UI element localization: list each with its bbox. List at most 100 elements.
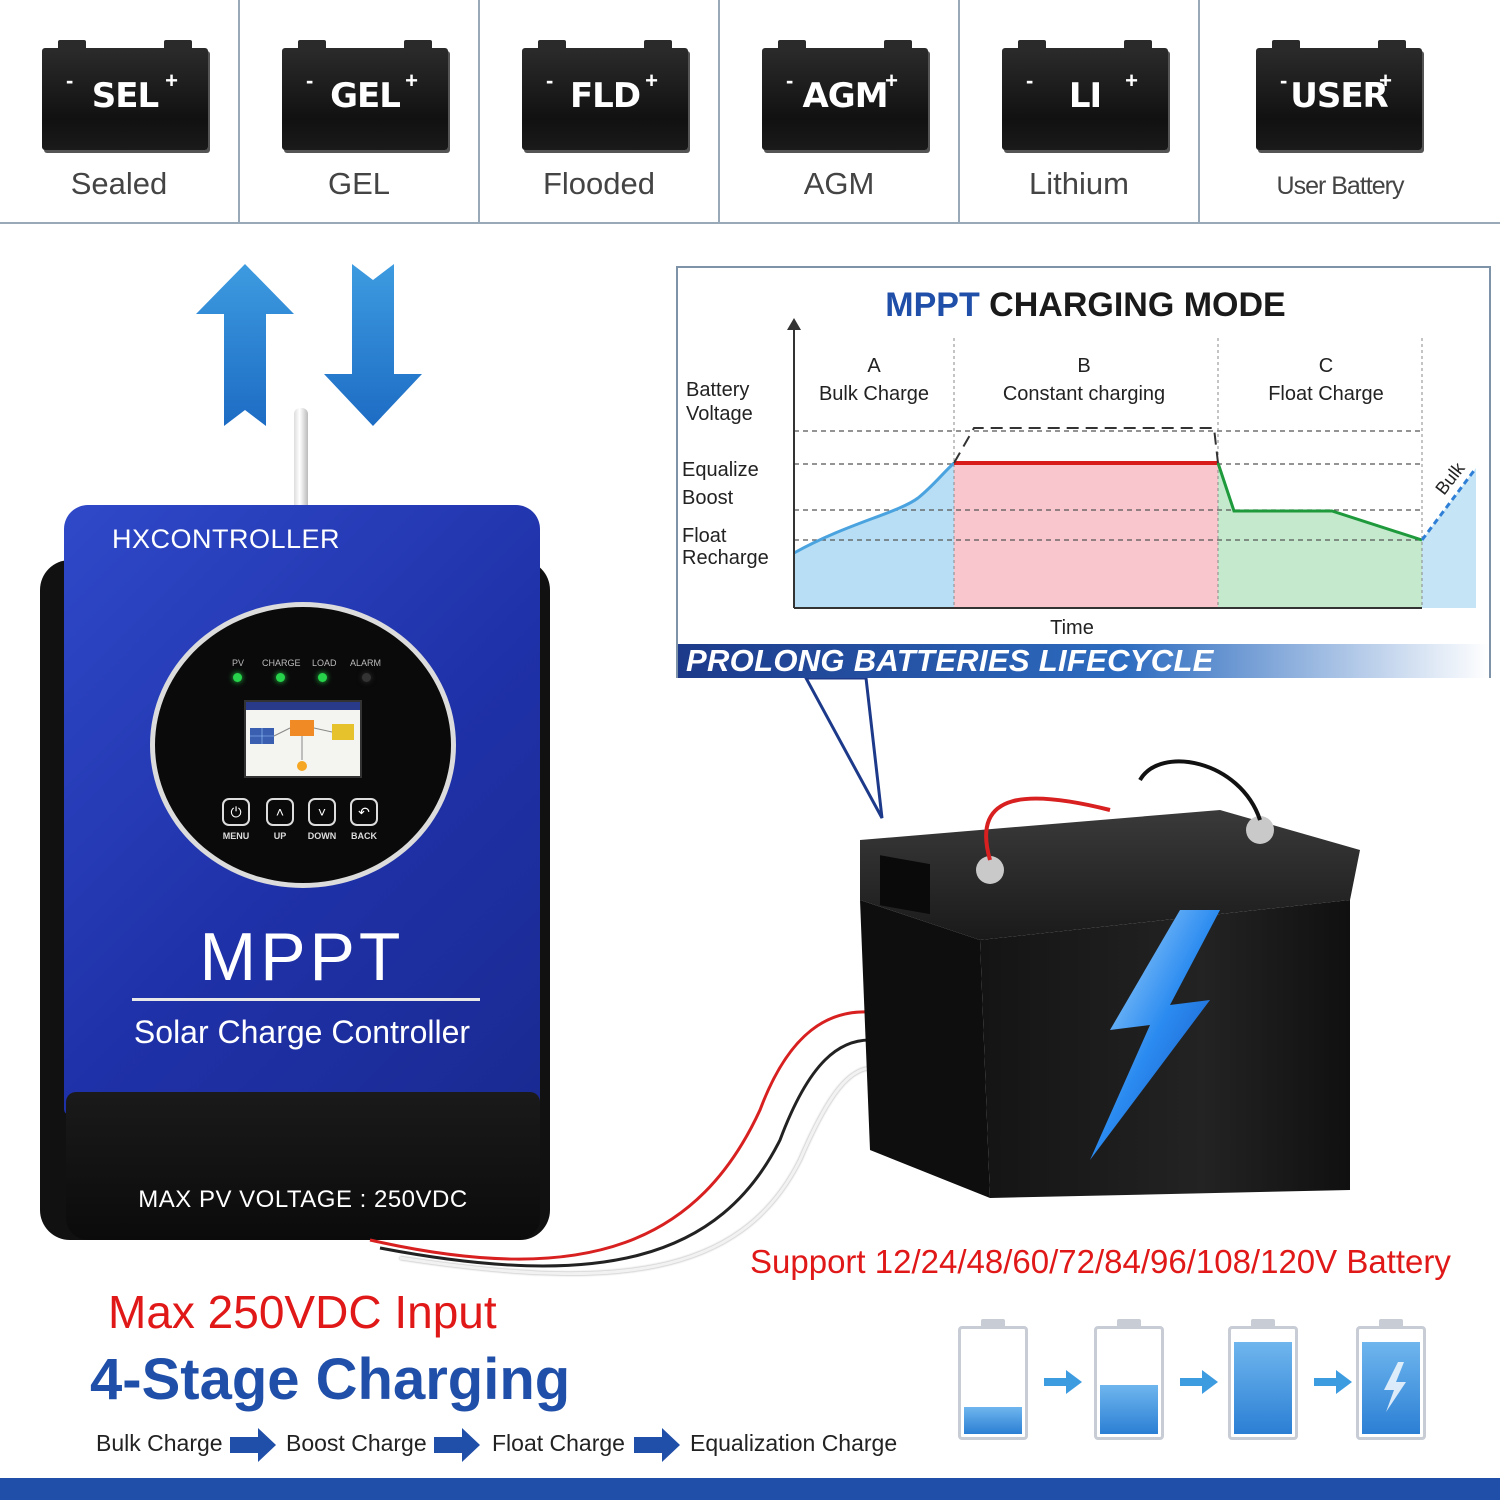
y-axis-label: Battery — [686, 379, 749, 401]
stage-letter-c: C — [1319, 355, 1333, 377]
battery-type-lithium: - LI + Lithium — [960, 0, 1200, 222]
flow-equalization: Equalization Charge — [690, 1430, 898, 1456]
stage-name-b: Constant charging — [1003, 383, 1165, 405]
controller-title: MPPT — [199, 919, 405, 995]
level-label-boost: Boost — [682, 487, 734, 509]
stage-name-a: Bulk Charge — [819, 383, 929, 405]
y-axis-arrow — [787, 318, 801, 330]
battery-type-name: Sealed — [70, 166, 168, 201]
chevron-down-icon: ˅ — [317, 804, 327, 820]
y-axis-label-2: Voltage — [686, 403, 753, 425]
chart-title-highlight: MPPT — [885, 286, 980, 324]
led-pv — [233, 673, 242, 682]
back-label: BACK — [351, 831, 377, 841]
negative-sign: - — [66, 68, 74, 93]
battery-type-user: - USER + User Battery — [1200, 0, 1500, 222]
bottom-bar — [0, 1478, 1500, 1500]
chevron-up-icon: ˄ — [275, 804, 285, 820]
arrow-right-icon — [230, 1428, 276, 1462]
stage-name-c: Float Charge — [1268, 383, 1384, 405]
power-icon: ⏻ — [230, 804, 242, 820]
flow-float: Float Charge — [492, 1430, 625, 1456]
battery-level-icon — [958, 1319, 1028, 1440]
control-keys: ⏻ ˄ ˅ ↶ MENU UP DOWN BACK — [220, 798, 388, 846]
chart-title-rest: CHARGING MODE — [979, 286, 1286, 324]
lcd-screen — [244, 700, 362, 778]
led-load — [318, 673, 327, 682]
battery-fill — [1362, 1342, 1420, 1434]
led-label-alarm: ALARM — [350, 658, 382, 668]
positive-sign: + — [405, 68, 418, 93]
arrow-right-icon — [1180, 1370, 1218, 1394]
battery-code: GEL — [330, 76, 401, 116]
level-label-equalize: Equalize — [682, 459, 759, 481]
stage-letter-b: B — [1077, 355, 1090, 377]
wires — [369, 1010, 871, 1276]
controller-bottom-cover — [66, 1092, 540, 1240]
battery-type-gel: - GEL + GEL — [240, 0, 480, 222]
battery-type-sealed: - SEL + Sealed — [0, 0, 240, 222]
rebulk-area — [1422, 468, 1476, 608]
led-label-pv: PV — [232, 658, 245, 668]
controller-subtitle: Solar Charge Controller — [133, 1014, 471, 1050]
battery-code: FLD — [569, 76, 641, 116]
battery-level-icon — [1356, 1319, 1426, 1440]
stage-c-area — [1218, 463, 1422, 608]
negative-sign: - — [306, 68, 314, 93]
x-axis-label: Time — [1050, 617, 1094, 639]
support-voltage-text: Support 12/24/48/60/72/84/96/108/120V Ba… — [750, 1243, 1451, 1280]
lcd-diagram — [250, 720, 354, 771]
antenna — [294, 408, 308, 508]
arrow-right-icon — [1314, 1370, 1352, 1394]
led-label-charge: CHARGE — [262, 658, 301, 668]
battery-icon: - GEL + — [282, 40, 448, 150]
led-alarm — [362, 673, 371, 682]
battery-icon: - SEL + — [42, 40, 208, 150]
battery-photo — [860, 759, 1360, 1198]
arrow-up-icon — [196, 264, 294, 426]
brand-label: HXCONTROLLER — [112, 524, 341, 554]
bulk-curve — [793, 461, 956, 555]
battery-code: LI — [1068, 76, 1102, 116]
back-button[interactable]: ↶ — [350, 798, 378, 826]
negative-sign: - — [546, 68, 554, 93]
charging-bolt-icon — [1384, 1362, 1406, 1413]
lightning-bolt-icon — [1090, 910, 1220, 1160]
charging-curve: BatteryVoltageEqualizeBoostFloatRecharge… — [682, 318, 1478, 639]
battery-code: USER — [1290, 76, 1389, 116]
up-button[interactable]: ˄ — [266, 798, 294, 826]
four-stage-heading: 4-Stage Charging — [90, 1347, 571, 1412]
max-pv-label: MAX PV VOLTAGE : 250VDC — [138, 1186, 468, 1213]
battery-type-name: Lithium — [1029, 166, 1129, 201]
battery-level-icon — [1094, 1319, 1164, 1440]
menu-button[interactable]: ⏻ — [222, 798, 250, 826]
arrow-right-icon — [434, 1428, 480, 1462]
led-charge — [276, 673, 285, 682]
positive-sign: + — [885, 68, 898, 93]
battery-fill — [964, 1407, 1022, 1434]
battery-icon: - FLD + — [522, 40, 688, 150]
rebulk-curve — [1420, 467, 1478, 541]
battery-type-strip: - SEL + Sealed - GEL + GEL - FLD + Flood… — [0, 0, 1500, 224]
max-input-text: Max 250VDC Input — [108, 1286, 497, 1338]
battery-code: SEL — [91, 76, 159, 116]
positive-sign: + — [1379, 68, 1392, 93]
positive-sign: + — [1125, 68, 1138, 93]
level-label-float: Float — [682, 525, 727, 547]
positive-sign: + — [645, 68, 658, 93]
back-icon: ↶ — [358, 804, 370, 820]
down-label: DOWN — [307, 831, 337, 841]
battery-code: AGM — [802, 76, 888, 116]
stage-b-area — [954, 463, 1218, 608]
level-label-recharge: Recharge — [682, 547, 769, 569]
battery-type-name: Flooded — [542, 166, 656, 201]
battery-icon: - AGM + — [762, 40, 928, 150]
flow-boost: Boost Charge — [286, 1430, 427, 1456]
led-label-load: LOAD — [312, 658, 337, 668]
status-leds: PV CHARGE LOAD ALARM — [224, 658, 384, 698]
flow-bulk: Bulk Charge — [96, 1430, 223, 1456]
down-button[interactable]: ˅ — [308, 798, 336, 826]
battery-level-icon — [1228, 1319, 1298, 1440]
stage-a-area — [794, 463, 954, 608]
